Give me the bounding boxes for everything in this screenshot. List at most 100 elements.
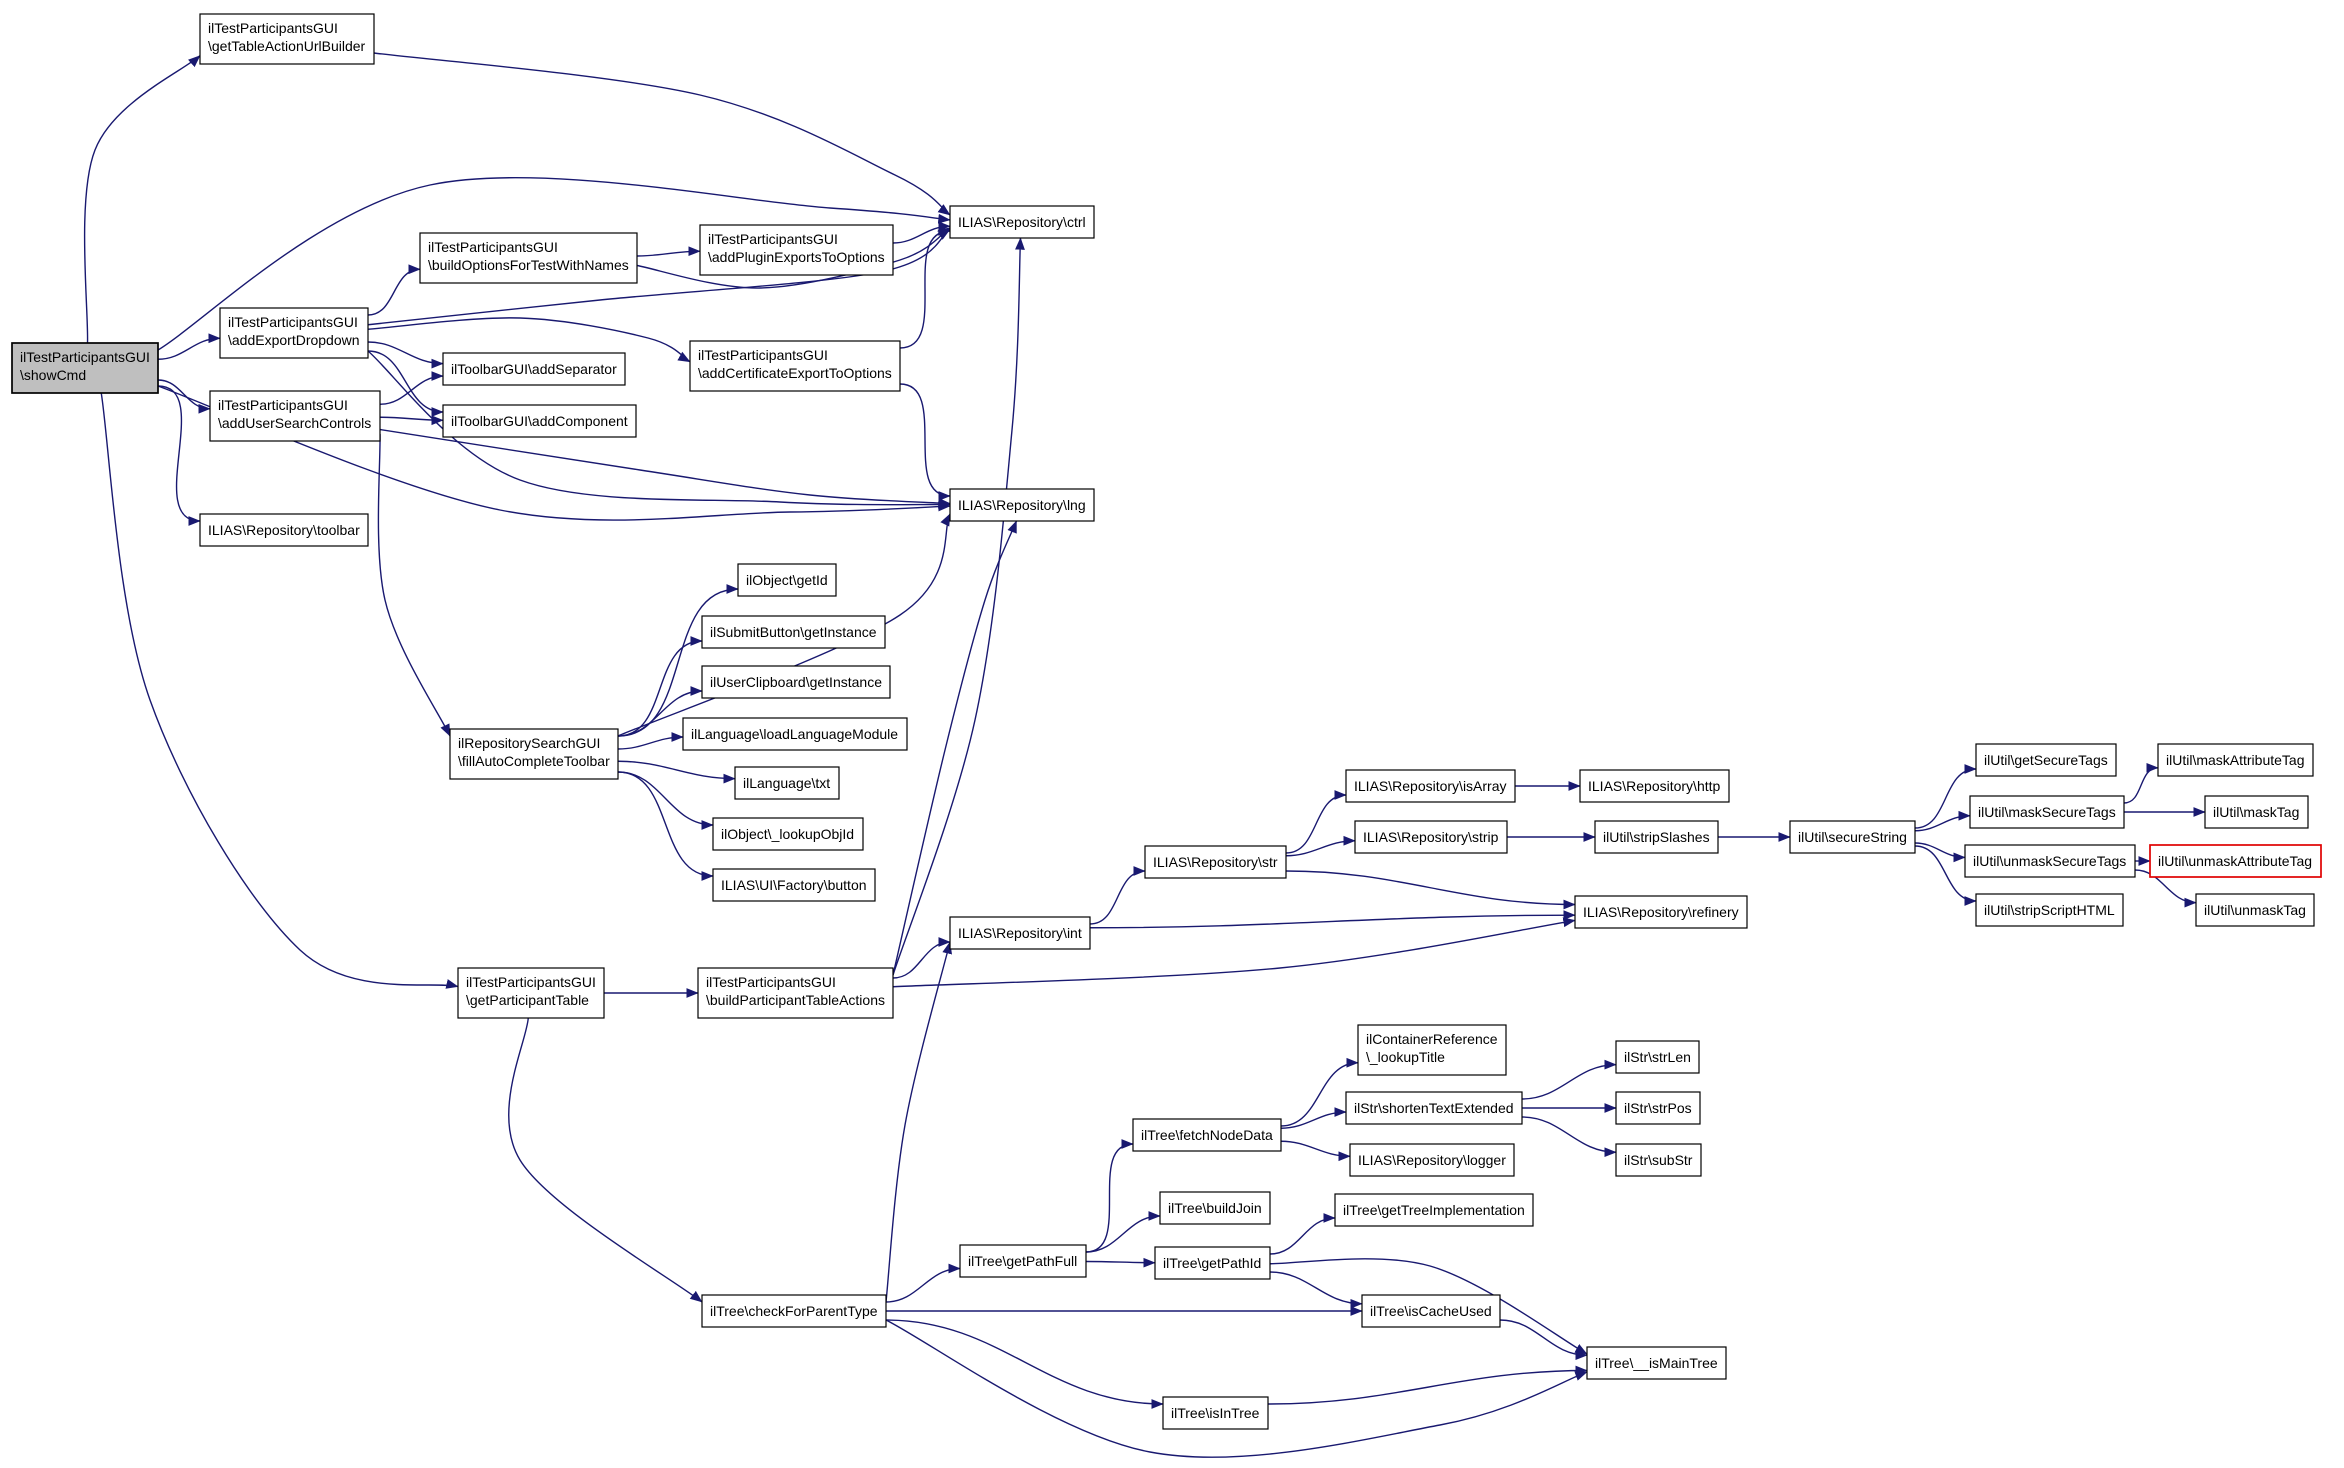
graph-node-shortenTextExtended[interactable]: ilStr\shortenTextExtended	[1345, 1091, 1523, 1125]
graph-node-strLen[interactable]: ilStr\strLen	[1615, 1040, 1700, 1074]
graph-node-box[interactable]	[2195, 893, 2315, 927]
graph-node-box[interactable]	[1975, 893, 2124, 927]
graph-node-lookupObjId[interactable]: ilObject\_lookupObjId	[712, 817, 864, 851]
graph-node-box[interactable]	[1162, 1396, 1269, 1430]
graph-node-box[interactable]	[1354, 820, 1508, 854]
graph-node-box[interactable]	[1964, 844, 2136, 878]
graph-node-stripScriptHTML[interactable]: ilUtil\stripScriptHTML	[1975, 893, 2124, 927]
graph-node-box[interactable]	[209, 390, 381, 442]
graph-node-str[interactable]: ILIAS\Repository\str	[1144, 845, 1287, 879]
graph-node-unmaskTag[interactable]: ilUtil\unmaskTag	[2195, 893, 2315, 927]
graph-node-secureString[interactable]: ilUtil\secureString	[1789, 820, 1916, 854]
graph-node-box[interactable]	[1144, 845, 1287, 879]
graph-node-fetchNodeData[interactable]: ilTree\fetchNodeData	[1132, 1118, 1282, 1152]
graph-node-strPos[interactable]: ilStr\strPos	[1615, 1091, 1701, 1125]
graph-node-box[interactable]	[712, 868, 876, 902]
graph-node-box[interactable]	[1349, 1143, 1515, 1177]
graph-node-box[interactable]	[1615, 1040, 1700, 1074]
graph-node-box[interactable]	[682, 717, 908, 751]
graph-node-box[interactable]	[1159, 1191, 1271, 1225]
graph-node-factoryButton[interactable]: ILIAS\UI\Factory\button	[712, 868, 876, 902]
graph-node-stripSlashes[interactable]: ilUtil\stripSlashes	[1594, 820, 1719, 854]
graph-node-maskAttributeTag[interactable]: ilUtil\maskAttributeTag	[2157, 743, 2314, 777]
graph-node-getParticipantTable[interactable]: ilTestParticipantsGUI\getParticipantTabl…	[457, 967, 605, 1019]
graph-node-box[interactable]	[199, 513, 369, 547]
graph-node-box[interactable]	[442, 352, 626, 386]
graph-node-strip[interactable]: ILIAS\Repository\strip	[1354, 820, 1508, 854]
graph-node-box[interactable]	[1334, 1193, 1534, 1227]
graph-node-box[interactable]	[701, 1294, 887, 1328]
graph-node-maskSecureTags[interactable]: ilUtil\maskSecureTags	[1969, 795, 2125, 829]
graph-node-box[interactable]	[949, 488, 1095, 522]
graph-node-box[interactable]	[1975, 743, 2117, 777]
graph-node-lookupTitle[interactable]: ilContainerReference\_lookupTitle	[1357, 1024, 1507, 1076]
graph-node-box[interactable]	[1969, 795, 2125, 829]
graph-node-box[interactable]	[1132, 1118, 1282, 1152]
graph-node-txt[interactable]: ilLanguage\txt	[734, 766, 840, 800]
graph-node-subStr[interactable]: ilStr\subStr	[1615, 1143, 1702, 1177]
graph-node-box[interactable]	[199, 13, 375, 65]
graph-node-checkForParentType[interactable]: ilTree\checkForParentType	[701, 1294, 887, 1328]
graph-node-box[interactable]	[697, 967, 894, 1019]
graph-node-box[interactable]	[712, 817, 864, 851]
graph-node-box[interactable]	[1345, 1091, 1523, 1125]
graph-node-box[interactable]	[2157, 743, 2314, 777]
graph-node-isCacheUsed[interactable]: ilTree\isCacheUsed	[1361, 1294, 1501, 1328]
graph-node-lng[interactable]: ILIAS\Repository\lng	[949, 488, 1095, 522]
graph-node-box[interactable]	[701, 665, 891, 699]
graph-node-unmaskSecureTags[interactable]: ilUtil\unmaskSecureTags	[1964, 844, 2136, 878]
graph-node-box[interactable]	[959, 1244, 1087, 1278]
graph-node-addSeparator[interactable]: ilToolbarGUI\addSeparator	[442, 352, 626, 386]
graph-node-isInTree[interactable]: ilTree\isInTree	[1162, 1396, 1269, 1430]
graph-node-ctrl[interactable]: ILIAS\Repository\ctrl	[949, 205, 1095, 239]
graph-node-fillAutoCompleteToolbar[interactable]: ilRepositorySearchGUI\fillAutoCompleteTo…	[449, 728, 619, 780]
graph-node-box[interactable]	[689, 340, 901, 392]
graph-node-box[interactable]	[1357, 1024, 1507, 1076]
graph-node-box[interactable]	[949, 205, 1095, 239]
graph-node-box[interactable]	[11, 342, 159, 394]
graph-node-box[interactable]	[442, 404, 637, 438]
graph-node-box[interactable]	[219, 307, 369, 359]
graph-node-addComponent[interactable]: ilToolbarGUI\addComponent	[442, 404, 637, 438]
graph-node-getTableActionUrlBuilder[interactable]: ilTestParticipantsGUI\getTableActionUrlB…	[199, 13, 375, 65]
graph-node-toolbar[interactable]: ILIAS\Repository\toolbar	[199, 513, 369, 547]
graph-node-box[interactable]	[1361, 1294, 1501, 1328]
graph-node-getTreeImplementation[interactable]: ilTree\getTreeImplementation	[1334, 1193, 1534, 1227]
graph-node-box[interactable]	[1154, 1246, 1271, 1280]
graph-node-box[interactable]	[1594, 820, 1719, 854]
graph-node-box[interactable]	[1574, 895, 1748, 929]
graph-node-buildParticipantTableActions[interactable]: ilTestParticipantsGUI\buildParticipantTa…	[697, 967, 894, 1019]
graph-node-unmaskAttributeTag[interactable]: ilUtil\unmaskAttributeTag	[2149, 844, 2322, 878]
graph-node-isArray[interactable]: ILIAS\Repository\isArray	[1345, 769, 1516, 803]
graph-node-box[interactable]	[699, 224, 894, 276]
graph-node-box[interactable]	[1579, 769, 1730, 803]
graph-node-getPathFull[interactable]: ilTree\getPathFull	[959, 1244, 1087, 1278]
graph-node-showCmd[interactable]: ilTestParticipantsGUI\showCmd	[11, 342, 159, 394]
graph-node-objGetId[interactable]: ilObject\getId	[737, 563, 837, 597]
graph-node-http[interactable]: ILIAS\Repository\http	[1579, 769, 1730, 803]
graph-node-addCertificateExportToOptions[interactable]: ilTestParticipantsGUI\addCertificateExpo…	[689, 340, 901, 392]
graph-node-box[interactable]	[449, 728, 619, 780]
graph-node-buildJoin[interactable]: ilTree\buildJoin	[1159, 1191, 1271, 1225]
graph-node-box[interactable]	[1615, 1143, 1702, 1177]
graph-node-addPluginExportsToOptions[interactable]: ilTestParticipantsGUI\addPluginExportsTo…	[699, 224, 894, 276]
graph-node-addUserSearchControls[interactable]: ilTestParticipantsGUI\addUserSearchContr…	[209, 390, 381, 442]
graph-node-box[interactable]	[949, 916, 1091, 950]
graph-node-box[interactable]	[2149, 844, 2322, 878]
graph-node-box[interactable]	[1345, 769, 1516, 803]
graph-node-box[interactable]	[701, 615, 886, 649]
graph-node-buildOptionsForTestWithNames[interactable]: ilTestParticipantsGUI\buildOptionsForTes…	[419, 232, 638, 284]
graph-node-getPathId[interactable]: ilTree\getPathId	[1154, 1246, 1271, 1280]
graph-node-box[interactable]	[737, 563, 837, 597]
graph-node-clipboardGetInstance[interactable]: ilUserClipboard\getInstance	[701, 665, 891, 699]
graph-node-maskTag[interactable]: ilUtil\maskTag	[2204, 795, 2309, 829]
graph-node-box[interactable]	[419, 232, 638, 284]
graph-node-box[interactable]	[1615, 1091, 1701, 1125]
graph-node-box[interactable]	[1789, 820, 1916, 854]
graph-node-box[interactable]	[457, 967, 605, 1019]
graph-node-logger[interactable]: ILIAS\Repository\logger	[1349, 1143, 1515, 1177]
graph-node-addExportDropdown[interactable]: ilTestParticipantsGUI\addExportDropdown	[219, 307, 369, 359]
graph-node-box[interactable]	[1586, 1346, 1727, 1380]
graph-node-isMainTree[interactable]: ilTree\__isMainTree	[1586, 1346, 1727, 1380]
graph-node-getSecureTags[interactable]: ilUtil\getSecureTags	[1975, 743, 2117, 777]
